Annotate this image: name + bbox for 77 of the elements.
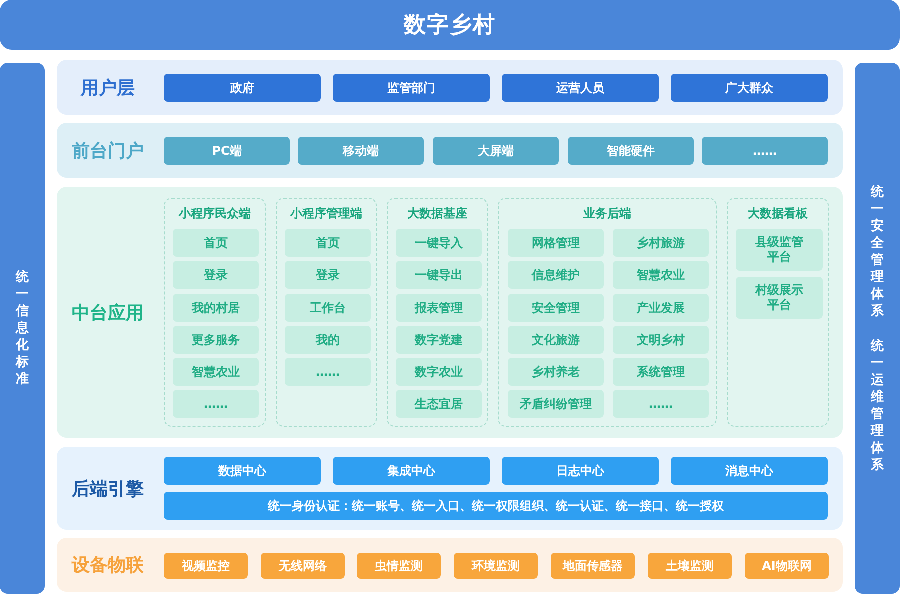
layer-band [57,187,843,438]
function-box: …… [285,358,371,386]
group-title: 大数据基座 [408,206,468,222]
device-box: 虫情监测 [357,553,441,579]
function-box: …… [613,390,709,418]
function-box: 安全管理 [508,294,604,322]
role-box: 运营人员 [502,74,659,102]
device-box: 视频监控 [164,553,248,579]
function-box: 文化旅游 [508,326,604,354]
function-box: 智慧农业 [613,261,709,289]
role-box: 广大群众 [671,74,828,102]
layer-label: 用户层 [81,76,135,100]
engine-box: 集成中心 [333,457,490,485]
function-box: 信息维护 [508,261,604,289]
module-group [727,198,829,427]
group-title: 小程序管理端 [290,206,362,222]
layer-label: 前台门户 [72,140,144,162]
function-box: 登录 [173,261,259,289]
module-group [387,198,488,427]
side-band: 统一信息化标准 [0,63,45,594]
portal-box: 移动端 [298,137,424,165]
engine-box: 数据中心 [164,457,321,485]
function-box: 智慧农业 [173,358,259,386]
function-box: 数字农业 [396,358,482,386]
function-box: 文明乡村 [613,326,709,354]
function-box: 更多服务 [173,326,259,354]
portal-box: …… [702,137,828,165]
layer-label: 设备物联 [72,554,144,577]
function-box: 县级监管平台 [736,229,823,271]
layer-label: 中台应用 [72,302,144,324]
function-box: 生态宜居 [396,390,482,418]
layer-band [57,60,843,115]
device-box: 地面传感器 [551,553,635,579]
function-box: …… [173,390,259,418]
function-box: 一键导出 [396,261,482,289]
function-box: 首页 [285,229,371,257]
group-title: 大数据看板 [748,206,808,222]
function-box: 网格管理 [508,229,604,257]
function-box: 数字党建 [396,326,482,354]
function-box: 一键导入 [396,229,482,257]
device-box: AI物联网 [745,553,829,579]
role-box: 监管部门 [333,74,490,102]
function-box: 我的村居 [173,294,259,322]
function-box: 我的 [285,326,371,354]
portal-box: PC端 [164,137,290,165]
layer-label: 后端引擎 [72,478,144,500]
function-box: 登录 [285,261,371,289]
layer-band [57,538,843,592]
function-box: 产业发展 [613,294,709,322]
module-group [276,198,377,427]
layer-band [57,447,843,530]
device-box: 土壤监测 [648,553,732,579]
side-band-label: 统一安全管理体系 [870,184,885,320]
role-box: 政府 [164,74,321,102]
group-title: 小程序民众端 [179,206,251,222]
function-box: 系统管理 [613,358,709,386]
device-box: 无线网络 [261,553,345,579]
function-box: 村级展示平台 [736,277,823,319]
side-band-label: 统一运维管理体系 [870,338,885,474]
portal-box: 智能硬件 [568,137,694,165]
portal-box: 大屏端 [433,137,559,165]
function-box: 报表管理 [396,294,482,322]
engine-box: 统一身份认证：统一账号、统一入口、统一权限组织、统一认证、统一接口、统一授权 [164,492,828,520]
function-box: 乡村旅游 [613,229,709,257]
group-title: 业务后端 [584,206,632,222]
engine-box: 消息中心 [671,457,828,485]
module-group [164,198,266,427]
engine-box: 日志中心 [502,457,659,485]
function-box: 矛盾纠纷管理 [508,390,604,418]
function-box: 首页 [173,229,259,257]
side-band [855,63,900,594]
function-box: 工作台 [285,294,371,322]
layer-band [57,123,843,178]
module-group [498,198,717,427]
device-box: 环境监测 [454,553,538,579]
function-box: 乡村养老 [508,358,604,386]
title-banner: 数字乡村 [0,0,900,50]
